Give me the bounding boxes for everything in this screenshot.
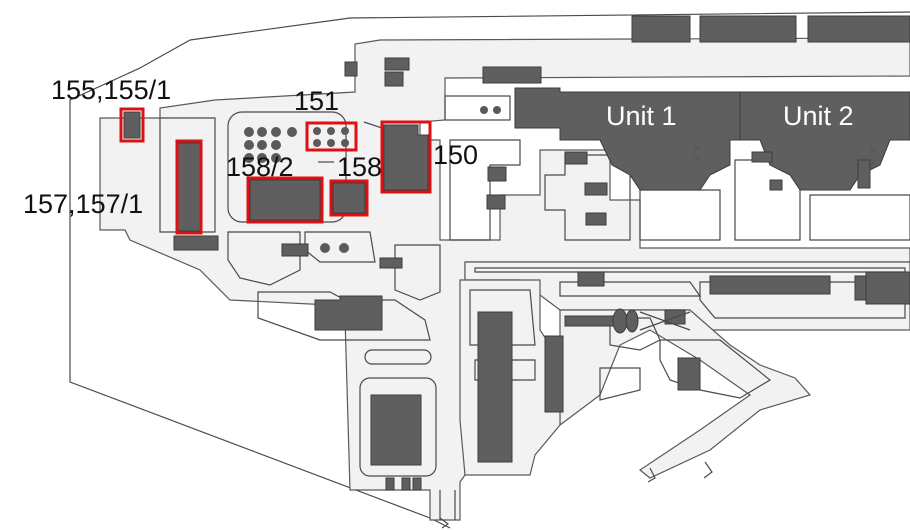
highlight-157 (175, 139, 203, 235)
building-north-small (482, 66, 542, 84)
highlight-155 (119, 107, 145, 143)
building-nw-1 (344, 61, 358, 77)
building-top-2 (699, 15, 797, 43)
label-158-2: 158/2 (226, 152, 294, 182)
label-unit-2: Unit 2 (783, 101, 854, 131)
building-central-west (314, 295, 383, 331)
tanks (244, 106, 876, 253)
leader-lines (318, 121, 383, 163)
buildings (123, 15, 910, 491)
label-151: 151 (294, 86, 339, 116)
building-nw-3 (384, 71, 404, 87)
label-unit-1: Unit 1 (606, 101, 677, 131)
corridor-lines (639, 311, 691, 331)
road-southeast-branch (559, 309, 812, 479)
building-158-2-block (249, 179, 321, 221)
highlight-158-2 (246, 176, 324, 224)
building-155-block (123, 111, 141, 139)
building-158-block (332, 182, 366, 214)
building-top-1 (631, 15, 691, 43)
building-top-3 (807, 15, 910, 43)
building-central-side (544, 335, 564, 413)
highlight-boxes (119, 107, 432, 235)
unit-1-building (514, 87, 741, 191)
road-stubs-south (439, 461, 713, 529)
label-157: 157,157/1 (23, 189, 143, 219)
building-150-block (383, 124, 429, 191)
label-158: 158 (337, 152, 382, 182)
highlight-150 (380, 120, 432, 194)
building-south-west (370, 394, 422, 466)
label-155: 155,155/1 (51, 75, 171, 105)
highlight-151 (305, 121, 358, 152)
building-central-long (477, 311, 513, 463)
building-east-long (709, 275, 831, 295)
label-150: 150 (433, 140, 478, 170)
building-nw-2 (384, 57, 410, 71)
building-southeast (677, 357, 701, 391)
highlight-158 (329, 179, 369, 217)
building-157-block (177, 142, 201, 232)
